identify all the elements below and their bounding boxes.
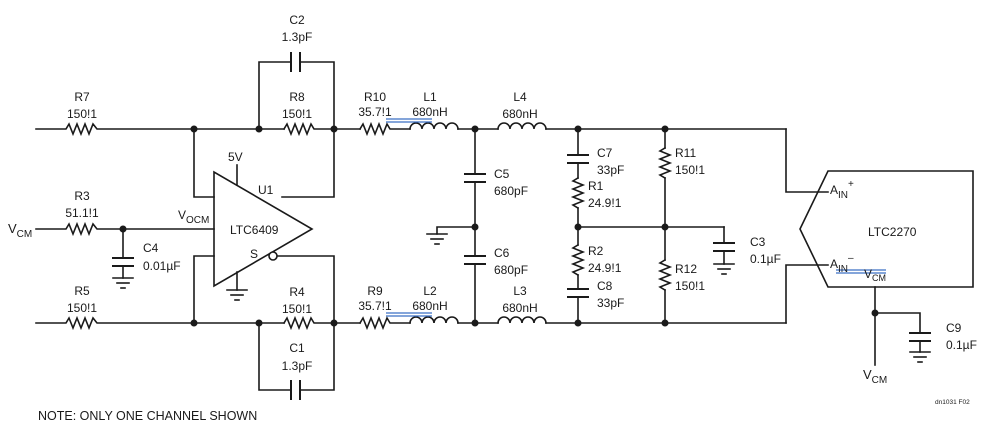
amp-shutdown-label: S bbox=[250, 247, 258, 261]
label-c1-ref: C1 bbox=[289, 341, 305, 355]
label-l3-value: 680nH bbox=[502, 301, 537, 315]
label-r1-ref: R1 bbox=[588, 179, 604, 193]
adc-vcm-main: V bbox=[864, 267, 872, 281]
label-c5-ref: C5 bbox=[494, 167, 510, 181]
vocm-sub: OCM bbox=[186, 215, 209, 226]
amp-vocm-label: VOCM bbox=[178, 208, 209, 226]
label-r11-ref: R11 bbox=[675, 146, 696, 160]
adc-labels: LTC2270 AIN+ AIN– VCM bbox=[830, 179, 917, 283]
label-r2-value: 24.9!1 bbox=[588, 261, 622, 275]
top-signal-path bbox=[35, 121, 829, 193]
highlight-marks bbox=[386, 118, 886, 317]
label-r8-value: 150!1 bbox=[282, 107, 312, 121]
label-c3-ref: C3 bbox=[750, 235, 766, 249]
vcm-bottom-sub: CM bbox=[872, 375, 888, 386]
ain-plus-main: A bbox=[830, 183, 838, 197]
label-c1-value: 1.3pF bbox=[282, 359, 313, 373]
adc-vcm-sub: CM bbox=[872, 273, 886, 283]
vcm-bottom-label: VCM bbox=[863, 367, 887, 386]
label-r10-value: 35.7!1 bbox=[358, 105, 392, 119]
label-c6-ref: C6 bbox=[494, 246, 510, 260]
adc-ltc2270 bbox=[799, 170, 974, 366]
label-l2-ref: L2 bbox=[423, 284, 437, 298]
label-r5-ref: R5 bbox=[74, 284, 90, 298]
ain-plus-sign: + bbox=[848, 179, 854, 190]
amp-supply-label: 5V bbox=[228, 150, 243, 164]
label-c7-value: 33pF bbox=[597, 163, 624, 177]
label-l1-ref: L1 bbox=[423, 90, 437, 104]
label-r4-ref: R4 bbox=[289, 285, 305, 299]
vcm-bottom-main: V bbox=[863, 367, 872, 382]
label-l4-ref: L4 bbox=[513, 90, 527, 104]
label-r10-ref: R10 bbox=[364, 90, 386, 104]
adc-ain-plus-label: AIN+ bbox=[830, 179, 854, 201]
label-r2-ref: R2 bbox=[588, 244, 604, 258]
label-r12-ref: R12 bbox=[675, 262, 697, 276]
adc-part-label: LTC2270 bbox=[868, 225, 917, 239]
label-c3-value: 0.1µF bbox=[750, 252, 781, 266]
label-c6-value: 680pF bbox=[494, 263, 528, 277]
label-c2-value: 1.3pF bbox=[282, 30, 313, 44]
adc-vcm-label: VCM bbox=[864, 267, 886, 283]
component-labels: R7 150!1 C2 1.3pF R8 150!1 R10 35.7!1 L1… bbox=[65, 13, 977, 373]
label-c9-ref: C9 bbox=[946, 321, 962, 335]
c5-c6-shunt bbox=[426, 128, 486, 324]
label-c4-value: 0.01µF bbox=[143, 259, 181, 273]
label-c2-ref: C2 bbox=[289, 13, 305, 27]
vcm-left-main: V bbox=[8, 221, 17, 236]
amplifier-labels: 5V U1 LTC6409 S VOCM bbox=[178, 150, 279, 261]
label-l3-ref: L3 bbox=[513, 284, 527, 298]
ain-plus-sub: IN bbox=[838, 190, 848, 201]
label-r8-ref: R8 bbox=[289, 90, 305, 104]
label-r3-ref: R3 bbox=[74, 189, 90, 203]
bottom-feedback bbox=[258, 255, 335, 400]
label-c7-ref: C7 bbox=[597, 146, 613, 160]
figure-id: dn1031 F02 bbox=[935, 399, 970, 406]
label-c8-ref: C8 bbox=[597, 279, 613, 293]
label-l1-value: 680nH bbox=[412, 105, 447, 119]
label-r9-value: 35.7!1 bbox=[358, 299, 392, 313]
top-feedback bbox=[258, 52, 335, 198]
label-c5-value: 680pF bbox=[494, 184, 528, 198]
label-l2-value: 680nH bbox=[412, 299, 447, 313]
label-r7-value: 150!1 bbox=[67, 107, 97, 121]
label-r3-value: 51.1!1 bbox=[65, 206, 99, 220]
vcm-left-label: VCM bbox=[8, 221, 32, 240]
vcm-left-sub: CM bbox=[17, 229, 33, 240]
label-c4-ref: C4 bbox=[143, 241, 159, 255]
label-r12-value: 150!1 bbox=[675, 279, 705, 293]
label-r4-value: 150!1 bbox=[282, 302, 312, 316]
label-c8-value: 33pF bbox=[597, 296, 624, 310]
vcm-input-network bbox=[35, 221, 215, 289]
ain-minus-sub: IN bbox=[838, 264, 848, 275]
label-r7-ref: R7 bbox=[74, 90, 90, 104]
ain-minus-sign: – bbox=[848, 253, 854, 264]
c3-decoupling bbox=[713, 226, 735, 275]
label-r9-ref: R9 bbox=[367, 284, 383, 298]
label-l4-value: 680nH bbox=[502, 107, 537, 121]
label-r5-value: 150!1 bbox=[67, 301, 97, 315]
label-c9-value: 0.1µF bbox=[946, 338, 977, 352]
vocm-main: V bbox=[178, 208, 186, 222]
amp-ref-label: U1 bbox=[258, 183, 274, 197]
rc-branch bbox=[567, 128, 725, 324]
ain-minus-main: A bbox=[830, 257, 838, 271]
junction-dots bbox=[119, 125, 879, 327]
label-r11-value: 150!1 bbox=[675, 163, 705, 177]
label-r1-value: 24.9!1 bbox=[588, 196, 622, 210]
adc-ain-minus-label: AIN– bbox=[830, 253, 854, 275]
amp-part-label: LTC6409 bbox=[230, 223, 279, 237]
note-text: NOTE: ONLY ONE CHANNEL SHOWN bbox=[38, 409, 257, 423]
amplifier-u1 bbox=[193, 128, 314, 324]
